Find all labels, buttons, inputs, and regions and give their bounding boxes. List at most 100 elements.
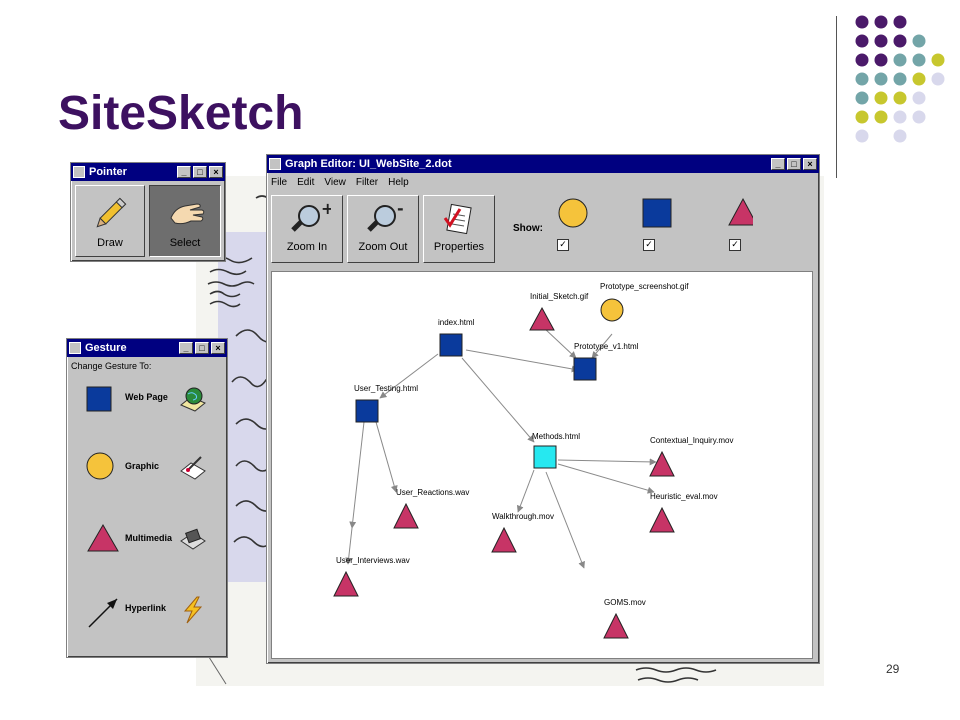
node-goms-mov[interactable] bbox=[603, 612, 629, 639]
gesture-item-graphic[interactable]: Graphic bbox=[67, 449, 225, 489]
gesture-item-multimedia[interactable]: Multimedia bbox=[67, 519, 225, 559]
decorative-dot bbox=[912, 91, 926, 105]
node-index-html[interactable] bbox=[439, 333, 463, 357]
java-app-icon bbox=[69, 342, 81, 354]
zoom-out-icon: - bbox=[367, 199, 404, 232]
menu-filter[interactable]: Filter bbox=[355, 176, 379, 188]
zoom-out-button[interactable]: - Zoom Out bbox=[347, 195, 419, 263]
decorative-dot bbox=[855, 34, 869, 48]
graph-editor-title: Graph Editor: UI_WebSite_2.dot bbox=[285, 158, 452, 170]
node-prototype-screenshot-gif[interactable] bbox=[600, 298, 624, 322]
zoom-in-label: Zoom In bbox=[286, 241, 328, 253]
close-icon[interactable]: × bbox=[209, 166, 223, 178]
node-label: User_Testing.html bbox=[354, 384, 419, 393]
gesture-item-hyperlink[interactable]: Hyperlink bbox=[67, 589, 225, 629]
svg-text:-: - bbox=[397, 202, 404, 218]
decorative-dot bbox=[855, 72, 869, 86]
decorative-dot bbox=[874, 34, 888, 48]
draw-tool-button[interactable]: Draw bbox=[75, 185, 145, 257]
zoom-in-icon: + bbox=[291, 199, 334, 232]
decorative-dot bbox=[874, 110, 888, 124]
filter-checkbox-web-page[interactable]: ✓ bbox=[643, 239, 655, 251]
minimize-icon[interactable]: _ bbox=[179, 342, 193, 354]
decorative-dot bbox=[874, 72, 888, 86]
menu-help[interactable]: Help bbox=[388, 176, 409, 188]
node-label: User_Reactions.wav bbox=[396, 488, 470, 497]
decorative-dot bbox=[893, 110, 907, 124]
decorative-dot bbox=[893, 129, 907, 143]
filter-checkbox-graphic[interactable]: ✓ bbox=[557, 239, 569, 251]
decorative-dot bbox=[893, 34, 907, 48]
paint-icon bbox=[180, 456, 206, 480]
node-label: Contextual_Inquiry.mov bbox=[650, 436, 734, 445]
node-user-interviews-wav[interactable] bbox=[333, 570, 359, 597]
decorative-dot bbox=[912, 72, 926, 86]
slide-title: SiteSketch bbox=[58, 87, 304, 140]
node-user-testing-html[interactable] bbox=[355, 399, 379, 423]
decorative-dot bbox=[855, 53, 869, 67]
java-app-icon bbox=[269, 158, 281, 170]
pointer-window-title: Pointer bbox=[89, 166, 127, 178]
gesture-label: Multimedia bbox=[125, 533, 173, 543]
node-user-reactions-wav[interactable] bbox=[393, 502, 419, 529]
decorative-dot bbox=[931, 72, 945, 86]
show-label: Show: bbox=[513, 223, 543, 234]
multimedia-triangle-icon bbox=[87, 523, 119, 552]
node-label: index.html bbox=[438, 318, 475, 327]
menu-bar: File Edit View Filter Help bbox=[267, 173, 819, 191]
gesture-label: Web Page bbox=[125, 392, 168, 402]
gesture-window: Gesture _ □ × Change Gesture To: Web Pag… bbox=[66, 338, 228, 658]
properties-button[interactable]: Properties bbox=[423, 195, 495, 263]
page-number: 29 bbox=[886, 662, 900, 676]
maximize-icon[interactable]: □ bbox=[195, 342, 209, 354]
filter-multimedia-triangle-icon bbox=[728, 197, 753, 226]
film-icon bbox=[180, 528, 206, 550]
decorative-dot bbox=[893, 15, 907, 29]
gesture-item-web-page[interactable]: Web Page bbox=[67, 379, 225, 419]
decorative-dot bbox=[855, 15, 869, 29]
decorative-dots bbox=[855, 15, 945, 143]
graph-canvas[interactable]: index.html Initial_Sketch.gif Prototype_… bbox=[271, 271, 813, 659]
node-methods-html[interactable] bbox=[533, 445, 557, 469]
hyperlink-arrow-icon bbox=[88, 598, 118, 628]
minimize-icon[interactable]: _ bbox=[771, 158, 785, 170]
decorative-dot bbox=[855, 91, 869, 105]
minimize-icon[interactable]: _ bbox=[177, 166, 191, 178]
node-label: User_Interviews.wav bbox=[336, 556, 410, 565]
node-heuristic-eval-mov[interactable] bbox=[649, 506, 675, 533]
zoom-out-label: Zoom Out bbox=[358, 241, 408, 253]
gesture-window-title: Gesture bbox=[85, 342, 127, 354]
gesture-titlebar[interactable]: Gesture _ □ × bbox=[67, 339, 227, 357]
properties-icon bbox=[443, 203, 472, 235]
node-label: Methods.html bbox=[532, 432, 581, 441]
maximize-icon[interactable]: □ bbox=[193, 166, 207, 178]
svg-text:+: + bbox=[321, 202, 331, 218]
select-tool-button[interactable]: Select bbox=[149, 185, 221, 257]
zoom-in-button[interactable]: + Zoom In bbox=[271, 195, 343, 263]
web-page-square-icon bbox=[86, 386, 112, 412]
menu-view[interactable]: View bbox=[324, 176, 346, 188]
node-contextual-inquiry-mov[interactable] bbox=[649, 450, 675, 477]
graph-editor-titlebar[interactable]: Graph Editor: UI_WebSite_2.dot _ □ × bbox=[267, 155, 819, 173]
decorative-dot bbox=[855, 129, 869, 143]
pointer-titlebar[interactable]: Pointer _ □ × bbox=[71, 163, 225, 181]
graph-editor-window: Graph Editor: UI_WebSite_2.dot _ □ × Fil… bbox=[266, 154, 820, 664]
node-prototype-v1-html[interactable] bbox=[573, 357, 597, 381]
divider-line bbox=[836, 16, 837, 178]
maximize-icon[interactable]: □ bbox=[787, 158, 801, 170]
menu-edit[interactable]: Edit bbox=[297, 176, 315, 188]
node-label: Prototype_screenshot.gif bbox=[600, 282, 689, 291]
graphic-circle-icon bbox=[86, 452, 114, 480]
node-initial-sketch-gif[interactable] bbox=[529, 306, 555, 331]
node-label: GOMS.mov bbox=[604, 598, 646, 607]
close-icon[interactable]: × bbox=[803, 158, 817, 170]
close-icon[interactable]: × bbox=[211, 342, 225, 354]
pencil-icon bbox=[96, 197, 127, 228]
node-label: Initial_Sketch.gif bbox=[530, 292, 589, 301]
filter-checkbox-multimedia[interactable]: ✓ bbox=[729, 239, 741, 251]
decorative-dot bbox=[893, 72, 907, 86]
node-label: Heuristic_eval.mov bbox=[650, 492, 718, 501]
filter-graphic-circle-icon bbox=[558, 198, 588, 228]
node-walkthrough-mov[interactable] bbox=[491, 526, 517, 553]
menu-file[interactable]: File bbox=[271, 176, 288, 188]
